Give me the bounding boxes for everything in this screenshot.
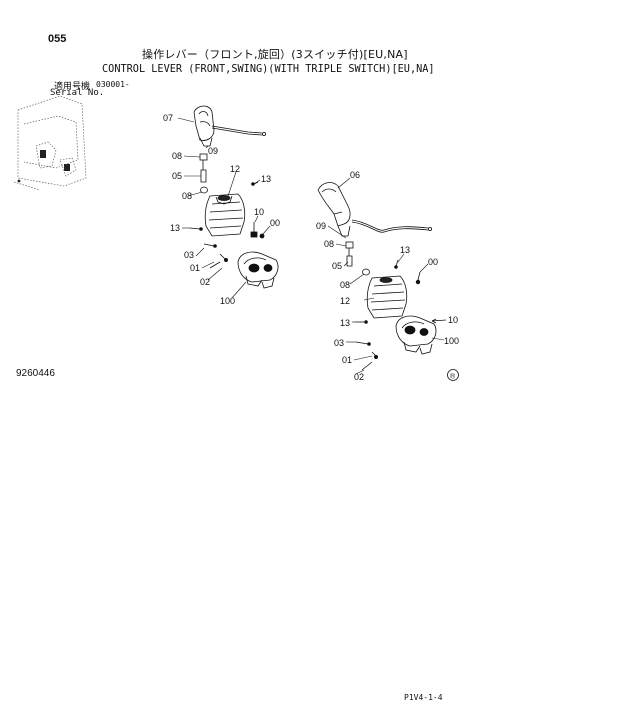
right-lever-assembly <box>317 182 447 371</box>
callout-right-05: 05 <box>332 261 342 271</box>
document-number: 9260446 <box>16 368 55 379</box>
machine-locator-sketch <box>13 95 87 191</box>
callout-left-00: 00 <box>270 218 280 228</box>
svg-text:®: ® <box>450 373 456 381</box>
callout-right-08: 08 <box>324 239 334 249</box>
callouts-right: 06 09 08 05 08 13 00 12 13 10 03 01 02 1… <box>316 170 459 382</box>
callout-right-08b: 08 <box>340 280 350 290</box>
callout-left-05: 05 <box>172 171 182 181</box>
callout-left-01: 01 <box>190 263 200 273</box>
serial-label: Serial No. <box>50 88 105 98</box>
callout-right-10: 10 <box>448 315 458 325</box>
footer-code: P1V4-1-4 <box>404 693 443 702</box>
callout-right-13b: 13 <box>340 318 350 328</box>
callout-left-13: 13 <box>261 174 271 184</box>
callout-left-03: 03 <box>184 250 194 260</box>
callout-right-100: 100 <box>444 336 459 346</box>
callout-left-02: 02 <box>200 277 210 287</box>
applicable-label: 適用号機 <box>54 82 91 92</box>
callout-left-12: 12 <box>230 164 240 174</box>
callout-right-09: 09 <box>316 221 326 231</box>
callout-left-08b: 08 <box>182 191 192 201</box>
callout-left-100: 100 <box>220 296 235 306</box>
callout-left-10: 10 <box>254 207 264 217</box>
title-japanese: 操作レバー（フロント,旋回）(3スイッチ付)[EU,NA] <box>142 48 408 61</box>
region-mark-icon: ® <box>447 369 459 381</box>
callout-right-13: 13 <box>400 245 410 255</box>
left-lever-assembly <box>189 105 279 289</box>
page-number: 055 <box>48 33 67 45</box>
title-english: CONTROL LEVER (FRONT,SWING)(WITH TRIPLE … <box>102 62 435 75</box>
callout-right-03: 03 <box>334 338 344 348</box>
callout-right-00: 00 <box>428 257 438 267</box>
callout-right-06: 06 <box>350 170 360 180</box>
callout-left-13b: 13 <box>170 223 180 233</box>
locator-detail <box>17 150 70 183</box>
callout-left-09: 09 <box>208 146 218 156</box>
callout-right-02: 02 <box>354 372 364 382</box>
callouts-left: 07 08 09 05 08 12 13 13 10 00 03 01 02 1… <box>163 113 280 306</box>
callout-left-07: 07 <box>163 113 173 123</box>
callout-right-01: 01 <box>342 355 352 365</box>
callout-left-08: 08 <box>172 151 182 161</box>
callout-leaders <box>177 117 445 375</box>
serial-value: 030001- <box>96 80 130 89</box>
callout-right-12: 12 <box>340 296 350 306</box>
